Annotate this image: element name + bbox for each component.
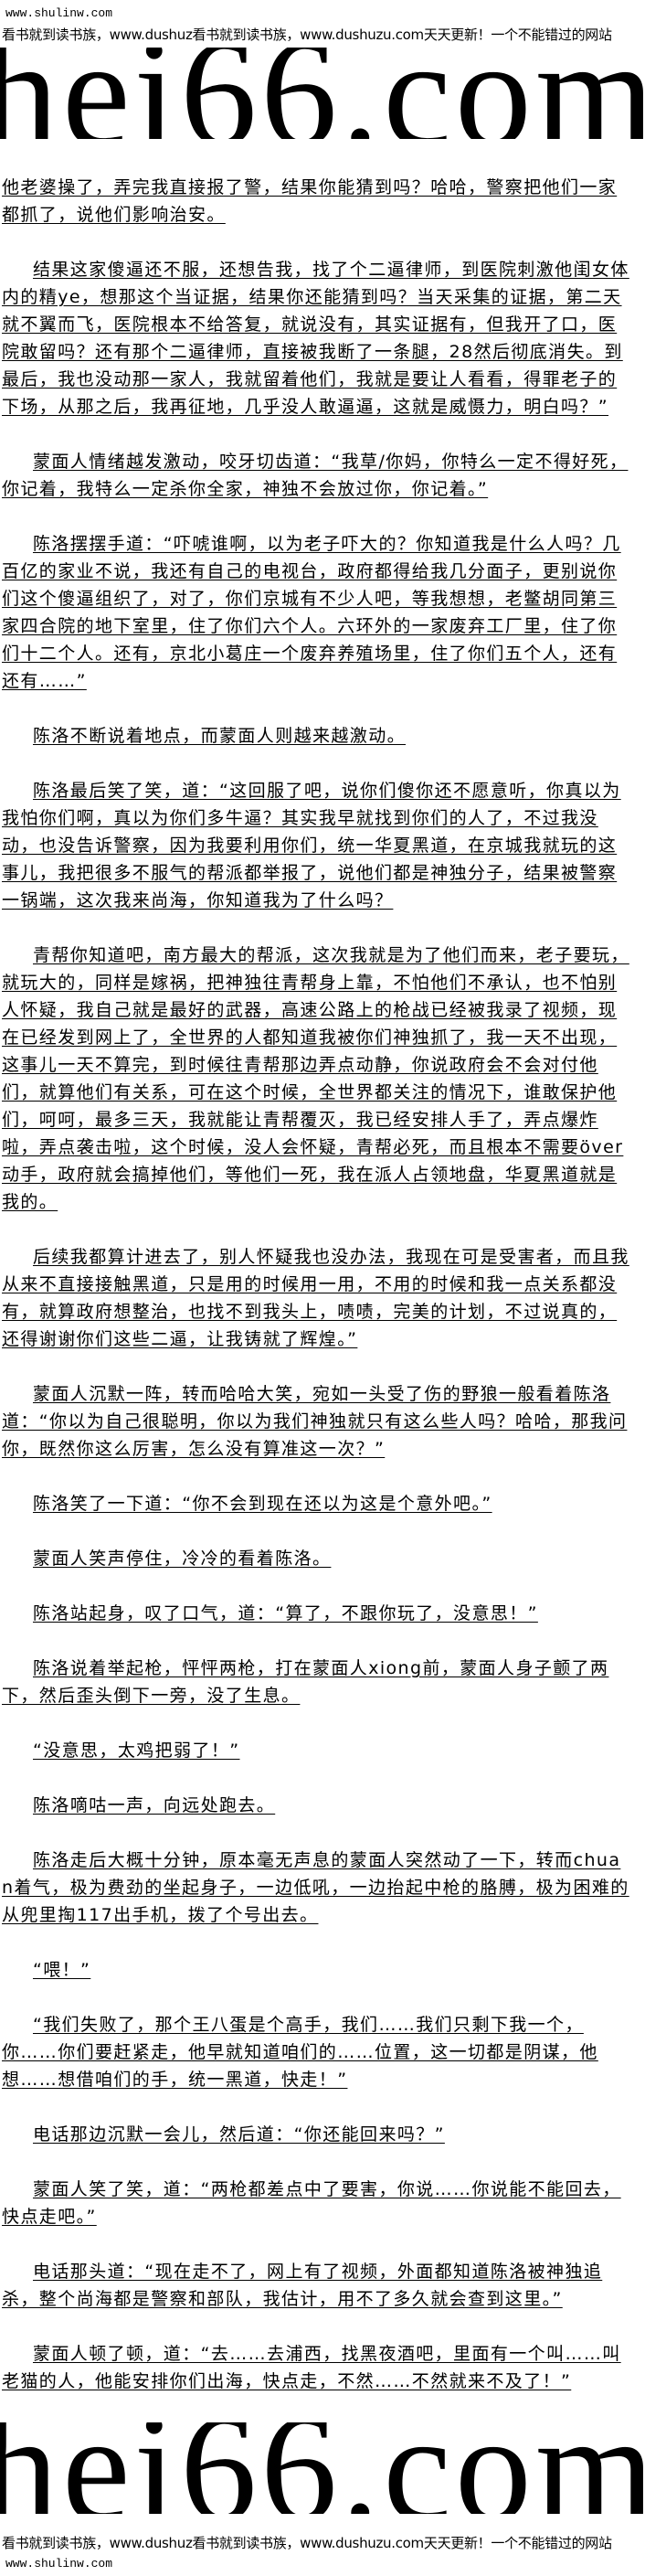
paragraph: 后续我都算计进去了，别人怀疑我也没办法，我现在可是受害者，而且我从来不直接接触黑…: [2, 1247, 629, 1349]
paragraph: 青帮你知道吧，南方最大的帮派，这次我就是为了他们而来，老子要玩，就玩大的，同样是…: [2, 945, 629, 1212]
paragraph: 陈洛不断说着地点，而蒙面人则越来越激动。: [33, 726, 407, 746]
paragraph: 他老婆操了，弄完我直接报了警，结果你能猜到吗？哈哈，警察把他们一家都抓了，说他们…: [2, 177, 618, 225]
paragraph: 陈洛最后笑了笑，道：“这回服了吧，说你们傻你还不愿意听，你真以为我怕你们啊，真以…: [2, 781, 621, 910]
paragraph: 蒙面人笑声停住，冷冷的看着陈洛。: [33, 1549, 332, 1569]
site-url-bottom[interactable]: www.shulinw.com: [5, 2557, 113, 2571]
paragraph: 陈洛笑了一下道：“你不会到现在还以为这是个意外吧。”: [33, 1494, 492, 1514]
paragraph: 陈洛走后大概十分钟，原本毫无声息的蒙面人突然动了一下，转而chuan着气，极为费…: [2, 1850, 629, 1925]
paragraph: 陈洛嘀咕一声，向远处跑去。: [33, 1795, 276, 1815]
paragraph: “我们失败了，那个王八蛋是个高手，我们……我们只剩下我一个，你……你们要赶紧走，…: [2, 2015, 598, 2090]
site-tagline-bottom: 看书就到读书族，www.dushuz看书就到读书族，www.dushuzu.co…: [2, 2535, 612, 2551]
paragraph: “没意思，太鸡把弱了！”: [33, 1740, 240, 1761]
paragraph: 结果这家傻逼还不服，还想告我，找了个二逼律师，到医院刺激他闺女体内的精ye，想那…: [2, 260, 629, 417]
watermark-logo-top: hei66.com: [0, 48, 645, 139]
paragraph: 蒙面人笑了笑，道：“两枪都差点中了要害，你说……你说能不能回去，快点走吧。”: [2, 2179, 621, 2227]
logo-text: hei66.com: [0, 2422, 645, 2514]
site-tagline-top: 看书就到读书族，www.dushuz看书就到读书族，www.dushuzu.co…: [2, 27, 612, 43]
paragraph: 陈洛站起身，叹了口气，道：“算了，不跟你玩了，没意思！”: [33, 1603, 538, 1623]
paragraph: 蒙面人情绪越发激动，咬牙切齿道：“我草/你妈，你特么一定不得好死，你记着，我特么…: [2, 452, 629, 499]
watermark-logo-bottom: hei66.com: [0, 2422, 645, 2514]
chapter-content: 他老婆操了，弄完我直接报了警，结果你能猜到吗？哈哈，警察把他们一家都抓了，说他们…: [2, 174, 632, 2395]
paragraph: 蒙面人顿了顿，道：“去……去浦西，找黑夜酒吧，里面有一个叫……叫老猫的人，他能安…: [2, 2344, 621, 2391]
logo-text: hei66.com: [0, 48, 645, 139]
paragraph: 陈洛说着举起枪，怦怦两枪，打在蒙面人xiong前，蒙面人身子颤了两下，然后歪头倒…: [2, 1658, 609, 1706]
paragraph: 蒙面人沉默一阵，转而哈哈大笑，宛如一头受了伤的野狼一般看着陈洛道：“你以为自己很…: [2, 1384, 628, 1459]
paragraph: 电话那边沉默一会儿，然后道：“你还能回来吗？”: [33, 2124, 445, 2145]
site-url-top[interactable]: www.shulinw.com: [5, 6, 113, 20]
paragraph: 电话那头道：“现在走不了，网上有了视频，外面都知道陈洛被神独追杀，整个尚海都是警…: [2, 2262, 603, 2309]
paragraph: “喂！”: [33, 1960, 91, 1980]
paragraph: 陈洛摆摆手道：“吓唬谁啊，以为老子吓大的？你知道我是什么人吗？几百亿的家业不说，…: [2, 534, 621, 691]
